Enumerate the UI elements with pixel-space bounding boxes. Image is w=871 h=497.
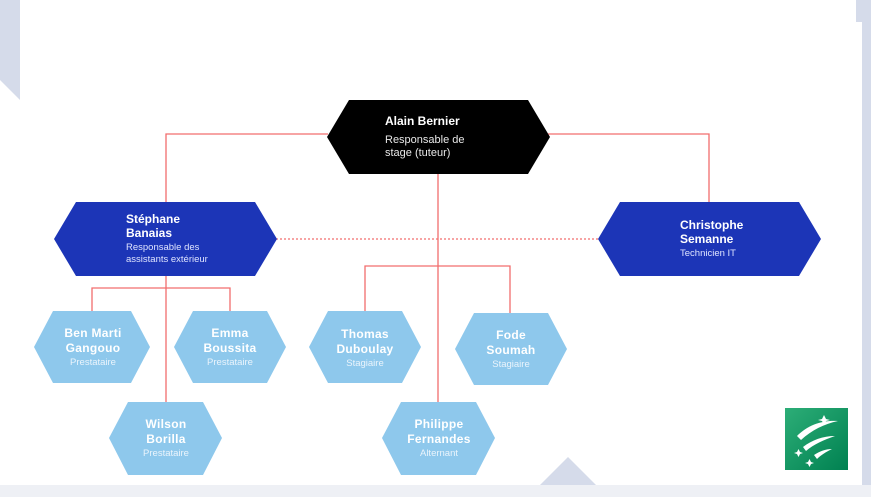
org-node-member-1: Ben Marti Gangouo Prestataire xyxy=(52,317,134,377)
node-role: Prestataire xyxy=(143,448,189,459)
node-name: Ben Marti Gangouo xyxy=(64,326,122,355)
bnp-paribas-stars-icon xyxy=(785,408,848,470)
connector-stagiaires xyxy=(364,265,511,313)
node-role: Stagiaire xyxy=(346,358,384,369)
org-node-head: Alain Bernier Responsable de stage (tute… xyxy=(385,108,525,166)
connector-left-prestataires xyxy=(91,287,231,311)
hexagon-member-1 xyxy=(34,311,150,383)
right-frame-strip xyxy=(856,0,871,497)
hexagon-member-4 xyxy=(309,311,421,383)
hexagon-member-3 xyxy=(109,402,222,475)
node-name: Wilson Borilla xyxy=(145,417,187,446)
bottom-frame-strip xyxy=(0,485,871,497)
node-name: Thomas Duboulay xyxy=(336,327,394,356)
node-role: Responsable des assistants extérieur xyxy=(126,242,208,265)
hexagon-member-5 xyxy=(455,313,567,385)
hexagon-member-2 xyxy=(174,311,286,383)
node-name: Fode Soumah xyxy=(486,328,536,357)
org-node-member-6: Philippe Fernandes Alternant xyxy=(396,408,482,468)
connector-head-left xyxy=(165,133,328,204)
node-name: Christophe Semanne xyxy=(680,218,744,246)
hexagon-left-manager xyxy=(54,202,277,276)
node-role: Stagiaire xyxy=(492,359,530,370)
node-name: Emma Boussita xyxy=(203,326,257,355)
node-role: Technicien IT xyxy=(680,248,736,259)
org-node-member-4: Thomas Duboulay Stagiaire xyxy=(325,318,405,378)
node-role: Responsable de stage (tuteur) xyxy=(385,134,465,159)
bottom-triangle-deco xyxy=(540,457,596,485)
hexagon-member-6 xyxy=(382,402,495,475)
org-node-left-manager: Stéphane Banaias Responsable des assista… xyxy=(126,210,236,268)
node-role: Prestataire xyxy=(207,357,253,368)
node-role: Prestataire xyxy=(70,357,116,368)
node-role: Alternant xyxy=(419,448,459,459)
node-name: Stéphane Banaias xyxy=(126,212,181,240)
org-node-member-3: Wilson Borilla Prestataire xyxy=(126,408,206,468)
org-node-member-2: Emma Boussita Prestataire xyxy=(190,317,270,377)
node-name: Alain Bernier xyxy=(385,114,460,128)
left-frame-corner xyxy=(0,0,20,100)
node-name: Philippe Fernandes xyxy=(407,417,471,446)
hexagon-head xyxy=(327,100,550,174)
org-node-right-manager: Christophe Semanne Technicien IT xyxy=(680,212,770,266)
org-node-member-5: Fode Soumah Stagiaire xyxy=(471,319,551,379)
hexagon-right-manager xyxy=(598,202,821,276)
connector-head-right xyxy=(548,133,710,204)
connectors xyxy=(91,133,710,402)
